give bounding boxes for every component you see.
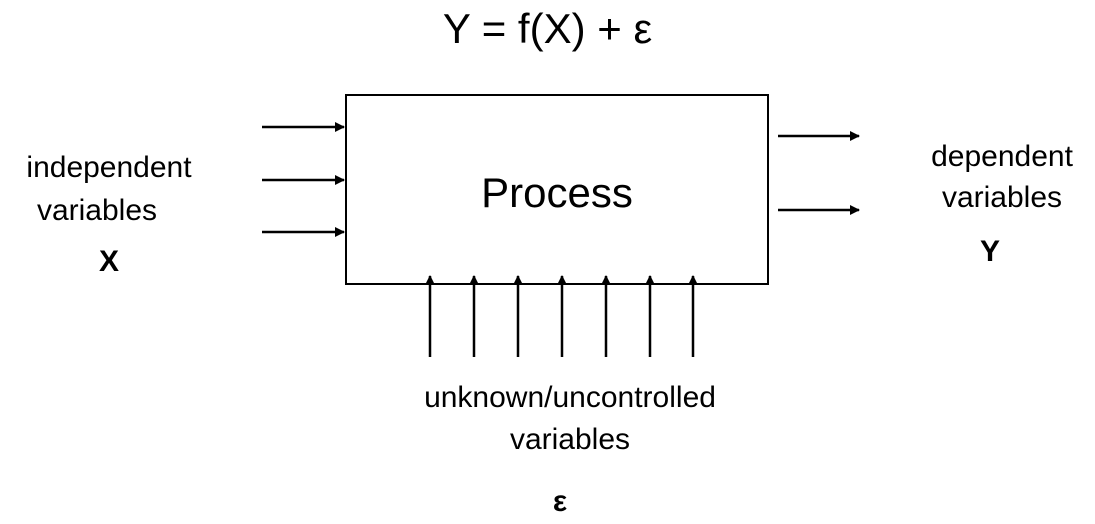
noise-label-line2: variables — [509, 423, 631, 456]
output-label-line2: variables — [941, 181, 1063, 214]
equation-title: Y = f(X) + ε — [442, 5, 653, 52]
output-label-line1: dependent — [931, 140, 1073, 173]
input-label-line1: independent — [26, 151, 192, 184]
process-label: Process — [481, 169, 633, 216]
input-label-line2: variables — [36, 194, 158, 227]
noise-symbol: ε — [552, 485, 568, 518]
noise-label-line1: unknown/uncontrolled — [424, 381, 716, 414]
input-symbol: X — [98, 245, 119, 278]
output-symbol: Y — [979, 235, 1000, 268]
